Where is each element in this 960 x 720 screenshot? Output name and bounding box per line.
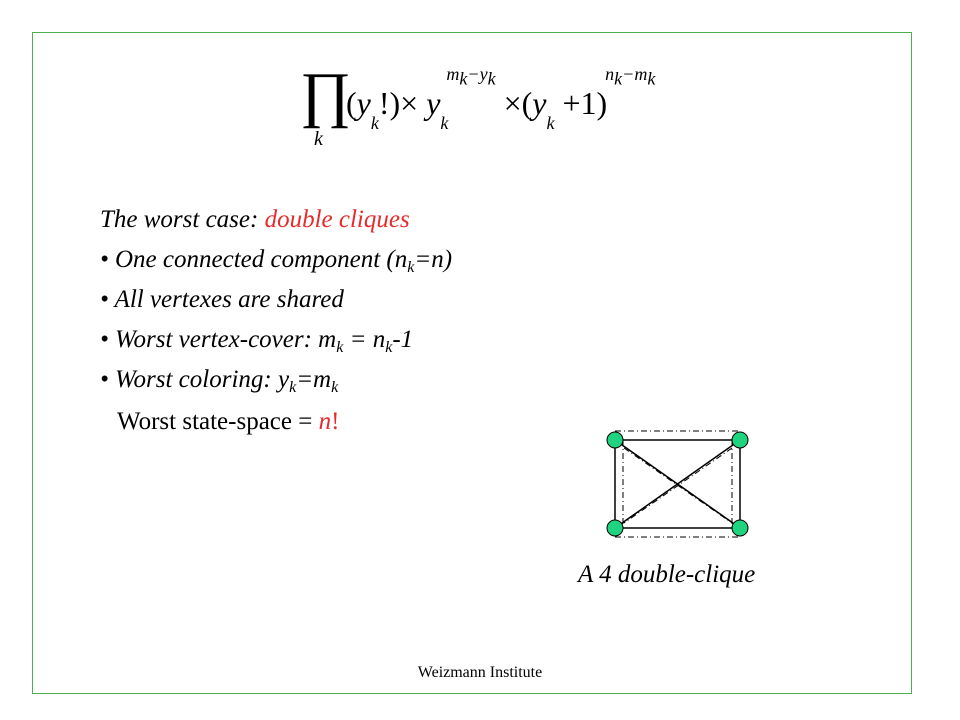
bullet-3-sub: k xyxy=(336,339,344,356)
footer-text: Weizmann Institute xyxy=(417,664,543,681)
bullet-1-sub: k xyxy=(407,259,415,276)
bullet-3-pre: • Worst vertex-cover: m xyxy=(100,326,337,353)
node-bottom-left xyxy=(606,519,624,537)
bullet-4-sub2: k xyxy=(331,379,339,396)
bullet-3-post: -1 xyxy=(392,326,414,353)
product-symbol: ∏ xyxy=(300,61,352,129)
bullet-2: • All vertexes are shared xyxy=(100,280,452,320)
edge-diag2-dashed xyxy=(623,447,733,524)
state-space-suffix: ! xyxy=(331,408,340,435)
state-space-value: n xyxy=(318,408,332,435)
bullet-3-mid: = n xyxy=(343,326,386,353)
state-space-line: Worst state-space = n! xyxy=(117,408,339,436)
heading-accent: double cliques xyxy=(264,206,410,233)
node-bottom-right xyxy=(731,519,749,537)
bullet-1: • One connected component (nk=n) xyxy=(100,240,452,280)
bullet-4: • Worst coloring: yk=mk xyxy=(100,360,452,400)
bullet-4-mid: =m xyxy=(296,366,332,393)
bullet-2-pre: • All vertexes are shared xyxy=(100,286,344,313)
edge-diag2-solid xyxy=(614,439,741,529)
bullet-3-sub2: k xyxy=(385,339,393,356)
bullet-1-pre: • One connected component (n xyxy=(100,246,408,273)
formula: ∏ k (yk!)× ykmk−yk ×(yk +1)nk−mk xyxy=(300,64,720,150)
bullet-4-sub: k xyxy=(289,379,297,396)
double-clique-graph xyxy=(606,430,749,538)
slide-frame xyxy=(32,32,912,694)
heading-line: The worst case: double cliques xyxy=(100,200,452,240)
node-top-left xyxy=(606,431,624,449)
product-index: k xyxy=(314,128,323,150)
bullet-4-pre: • Worst coloring: y xyxy=(100,366,290,393)
bullet-3: • Worst vertex-cover: mk = nk-1 xyxy=(100,320,452,360)
heading-prefix: The worst case: xyxy=(100,206,265,233)
node-top-right xyxy=(731,431,749,449)
formula-body: (yk!)× ykmk−yk ×(yk +1)nk−mk xyxy=(346,64,656,134)
bullet-1-post: =n) xyxy=(414,246,453,273)
state-space-prefix: Worst state-space = xyxy=(117,408,319,435)
content-block: The worst case: double cliques • One con… xyxy=(100,200,452,400)
graph-caption: A 4 double-clique xyxy=(578,561,756,588)
